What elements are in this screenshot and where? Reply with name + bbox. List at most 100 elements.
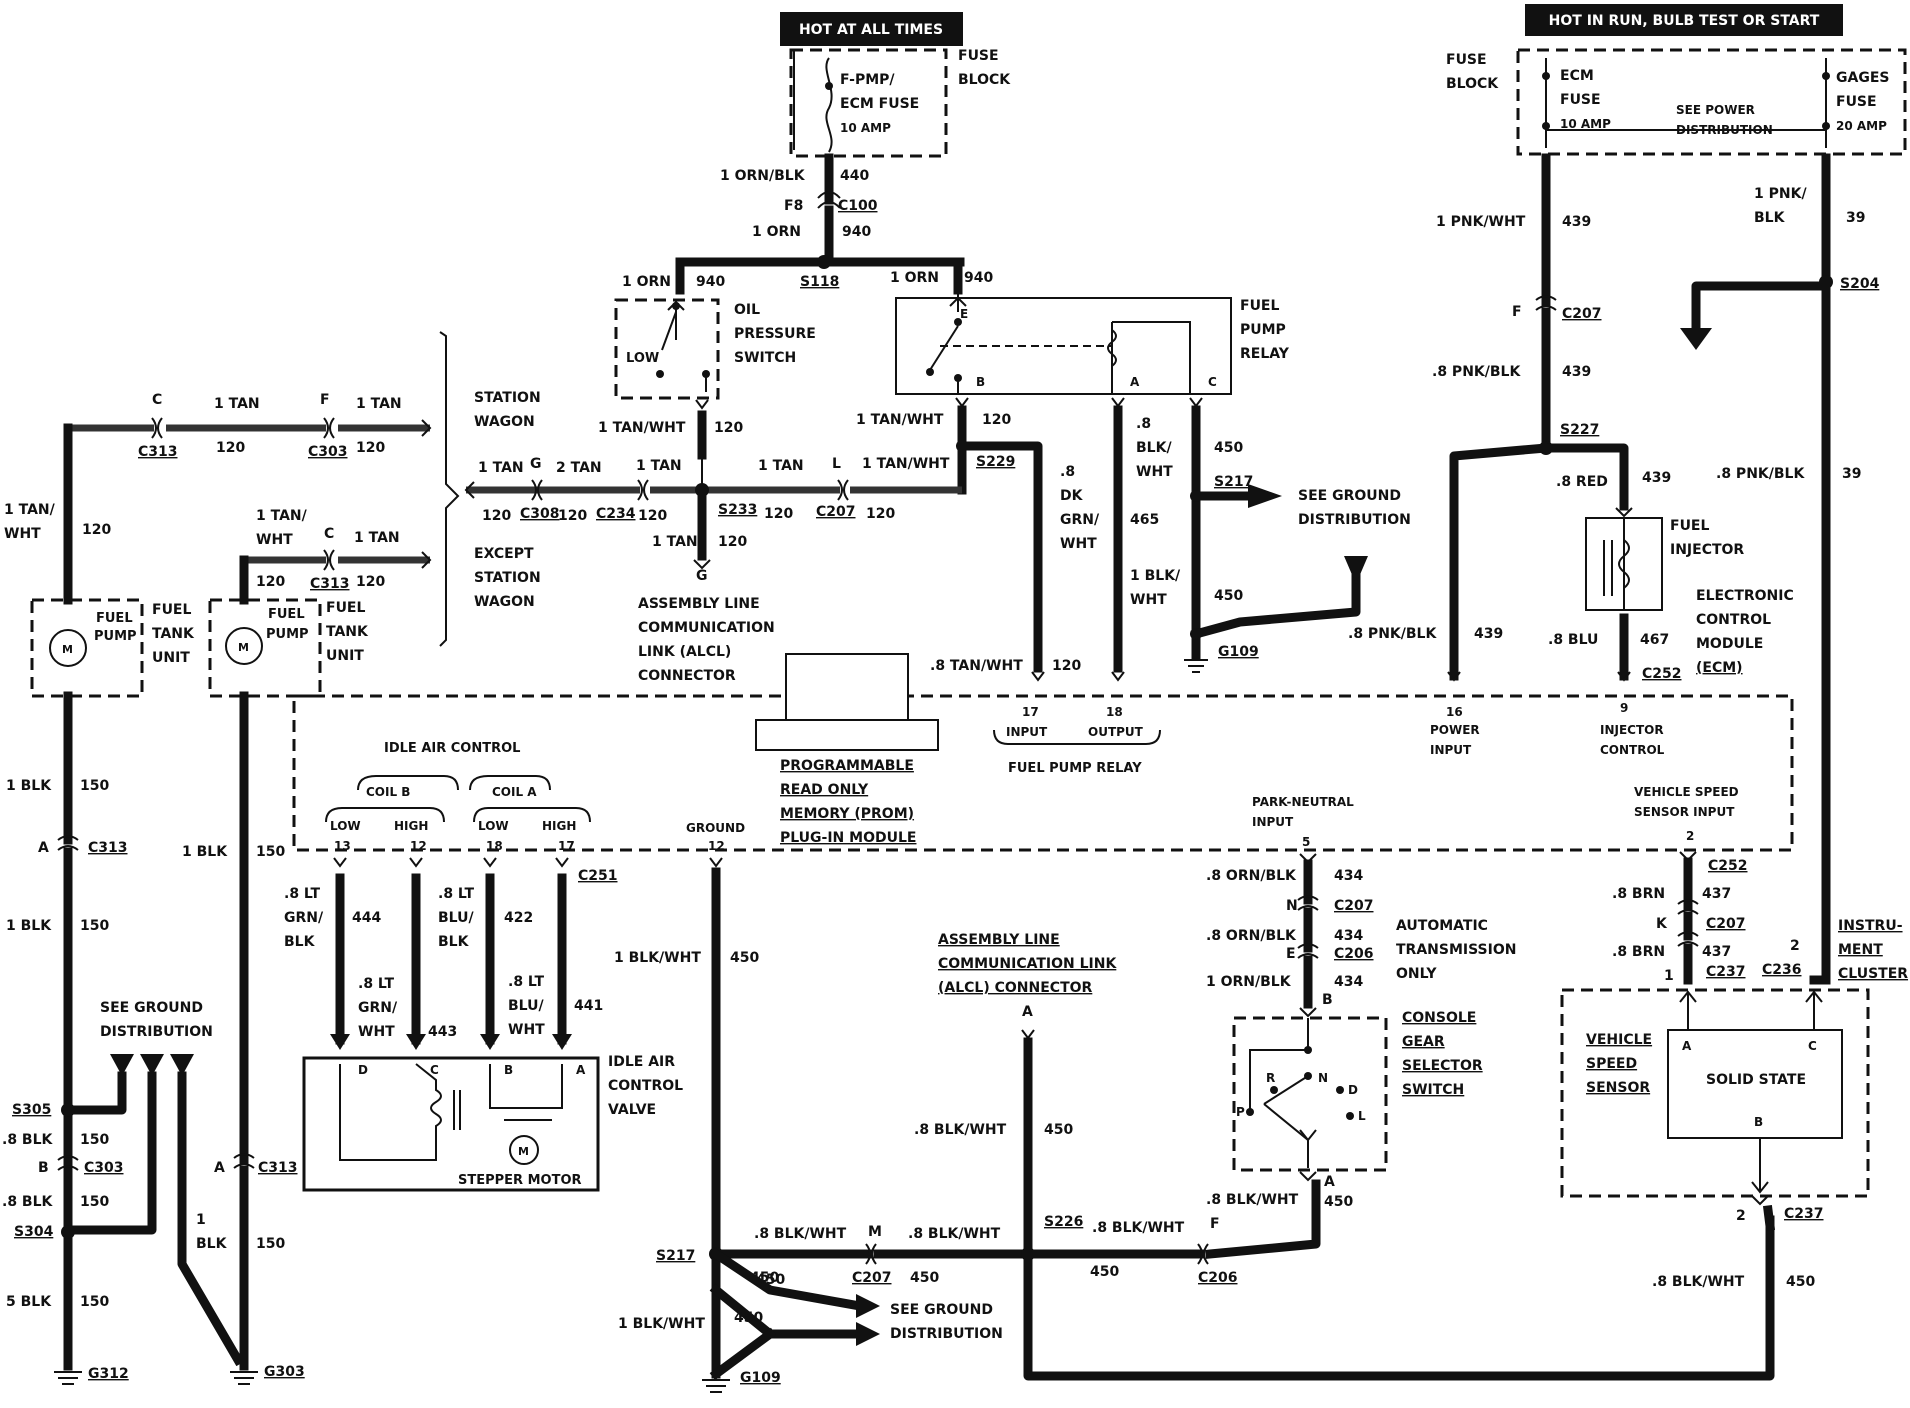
svg-text:GEAR: GEAR xyxy=(1402,1034,1445,1050)
svg-text:434: 434 xyxy=(1334,928,1363,944)
svg-text:465: 465 xyxy=(1130,512,1159,528)
svg-text:TANK: TANK xyxy=(152,626,195,642)
svg-text:MEMORY (PROM): MEMORY (PROM) xyxy=(780,806,914,822)
svg-text:SWITCH: SWITCH xyxy=(1402,1082,1464,1098)
svg-text:1 BLK/WHT: 1 BLK/WHT xyxy=(618,1316,705,1332)
svg-text:9: 9 xyxy=(1620,701,1628,715)
fuse-block-right: ECM FUSE 10 AMP SEE POWER DISTRIBUTION G… xyxy=(1446,48,1907,156)
svg-text:EXCEPT: EXCEPT xyxy=(474,546,534,562)
svg-text:1: 1 xyxy=(1664,968,1674,984)
svg-text:STATION: STATION xyxy=(474,390,541,406)
svg-text:PUMP: PUMP xyxy=(266,627,309,642)
svg-text:1 TAN/WHT: 1 TAN/WHT xyxy=(598,420,686,436)
svg-text:A: A xyxy=(1682,1039,1692,1053)
svg-text:SEE GROUND: SEE GROUND xyxy=(1298,488,1401,504)
svg-text:1 ORN: 1 ORN xyxy=(890,270,939,286)
svg-text:WHT: WHT xyxy=(1060,536,1097,552)
svg-text:12: 12 xyxy=(410,839,427,853)
svg-text:WAGON: WAGON xyxy=(474,414,535,430)
svg-text:450: 450 xyxy=(1786,1274,1815,1290)
svg-text:.8 BLU: .8 BLU xyxy=(1548,632,1598,648)
svg-text:FUSE: FUSE xyxy=(1446,52,1487,68)
svg-text:UNIT: UNIT xyxy=(152,650,190,666)
svg-text:B: B xyxy=(976,375,985,389)
svg-text:CONSOLE: CONSOLE xyxy=(1402,1010,1476,1026)
svg-text:COMMUNICATION: COMMUNICATION xyxy=(638,620,775,636)
svg-text:G303: G303 xyxy=(264,1364,305,1380)
svg-text:SEE GROUND: SEE GROUND xyxy=(100,1000,203,1016)
svg-text:A: A xyxy=(214,1160,225,1176)
svg-text:.8 BLK/WHT: .8 BLK/WHT xyxy=(914,1122,1007,1138)
svg-text:ASSEMBLY LINE: ASSEMBLY LINE xyxy=(638,596,760,612)
svg-text:ASSEMBLY LINE: ASSEMBLY LINE xyxy=(938,932,1060,948)
fuel-tank-unit-except: M FUEL PUMP FUEL TANK UNIT xyxy=(208,598,369,698)
svg-text:FUEL PUMP RELAY: FUEL PUMP RELAY xyxy=(1008,761,1142,776)
svg-text:1 BLK/: 1 BLK/ xyxy=(1130,568,1181,584)
svg-text:C: C xyxy=(324,526,334,542)
svg-text:C252: C252 xyxy=(1642,666,1682,682)
svg-text:DISTRIBUTION: DISTRIBUTION xyxy=(1676,123,1773,137)
svg-text:2: 2 xyxy=(1736,1208,1746,1224)
svg-text:(ALCL) CONNECTOR: (ALCL) CONNECTOR xyxy=(938,980,1093,996)
svg-text:CONNECTOR: CONNECTOR xyxy=(638,668,736,684)
svg-text:S233: S233 xyxy=(718,502,757,518)
svg-text:120: 120 xyxy=(216,440,245,456)
svg-text:DISTRIBUTION: DISTRIBUTION xyxy=(1298,512,1411,528)
svg-text:F8: F8 xyxy=(784,198,803,214)
svg-text:439: 439 xyxy=(1562,364,1591,380)
svg-text:GRN/: GRN/ xyxy=(358,1000,398,1016)
svg-text:COMMUNICATION LINK: COMMUNICATION LINK xyxy=(938,956,1117,972)
svg-text:1 TAN: 1 TAN xyxy=(652,534,698,550)
svg-text:13: 13 xyxy=(334,839,351,853)
svg-text:FUEL: FUEL xyxy=(326,600,365,616)
svg-text:1 ORN: 1 ORN xyxy=(752,224,801,240)
hot-in-run-text: HOT IN RUN, BULB TEST OR START xyxy=(1549,13,1820,29)
svg-text:E: E xyxy=(960,307,968,321)
svg-text:450: 450 xyxy=(1324,1194,1353,1210)
svg-text:M: M xyxy=(238,641,249,654)
console-gear-selector-switch: R N D P L xyxy=(1232,1016,1388,1172)
svg-text:S227: S227 xyxy=(1560,422,1599,438)
svg-text:FUEL: FUEL xyxy=(1240,298,1279,314)
svg-text:S118: S118 xyxy=(800,274,839,290)
svg-text:WAGON: WAGON xyxy=(474,594,535,610)
svg-text:POWER: POWER xyxy=(1430,723,1480,737)
svg-text:39: 39 xyxy=(1842,466,1861,482)
svg-text:1 PNK/WHT: 1 PNK/WHT xyxy=(1436,214,1526,230)
svg-text:SEE GROUND: SEE GROUND xyxy=(890,1302,993,1318)
svg-text:L: L xyxy=(1358,1109,1366,1123)
svg-text:5: 5 xyxy=(1302,835,1310,849)
svg-text:439: 439 xyxy=(1642,470,1671,486)
svg-text:GAGES: GAGES xyxy=(1836,70,1889,86)
svg-text:WHT: WHT xyxy=(1130,592,1167,608)
svg-text:1 TAN/WHT: 1 TAN/WHT xyxy=(856,412,944,428)
svg-text:N: N xyxy=(1318,1071,1328,1085)
svg-text:READ ONLY: READ ONLY xyxy=(780,782,869,798)
svg-text:PUMP: PUMP xyxy=(94,629,137,644)
svg-text:437: 437 xyxy=(1702,886,1731,902)
svg-text:.8 BLK/WHT: .8 BLK/WHT xyxy=(908,1226,1001,1242)
svg-text:G312: G312 xyxy=(88,1366,129,1382)
svg-text:OIL: OIL xyxy=(734,302,760,318)
svg-text:C313: C313 xyxy=(310,576,350,592)
svg-text:G109: G109 xyxy=(1218,644,1259,660)
svg-text:10 AMP: 10 AMP xyxy=(840,121,891,135)
svg-text:F-PMP/: F-PMP/ xyxy=(840,72,895,88)
svg-text:150: 150 xyxy=(80,1132,109,1148)
svg-text:17: 17 xyxy=(1022,705,1039,719)
svg-text:1 BLK: 1 BLK xyxy=(182,844,228,860)
svg-text:16: 16 xyxy=(1446,705,1463,719)
svg-text:INPUT: INPUT xyxy=(1430,743,1472,757)
svg-text:C303: C303 xyxy=(84,1160,124,1176)
svg-text:.8 RED: .8 RED xyxy=(1556,474,1608,490)
svg-text:120: 120 xyxy=(558,508,587,524)
svg-text:C: C xyxy=(152,392,162,408)
svg-text:DISTRIBUTION: DISTRIBUTION xyxy=(100,1024,213,1040)
svg-text:5 BLK: 5 BLK xyxy=(6,1294,52,1310)
svg-text:GRN/: GRN/ xyxy=(284,910,324,926)
svg-text:WHT: WHT xyxy=(508,1022,545,1038)
svg-text:422: 422 xyxy=(504,910,533,926)
svg-text:20 AMP: 20 AMP xyxy=(1836,119,1887,133)
svg-text:434: 434 xyxy=(1334,974,1363,990)
